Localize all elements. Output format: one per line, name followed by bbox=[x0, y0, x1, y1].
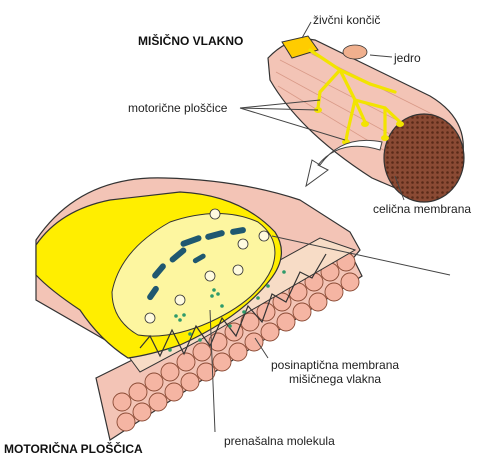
leader-nucleus bbox=[370, 55, 392, 57]
leader-nerve-ending bbox=[302, 22, 311, 38]
title-muscle-fiber: MIŠIČNO VLAKNO bbox=[138, 34, 243, 48]
fiber-cut-end bbox=[384, 114, 464, 202]
nucleus bbox=[343, 45, 367, 59]
label-postsynaptic-2: mišičnega vlakna bbox=[289, 372, 381, 386]
title-motor-plate: MOTORIČNA PLOŠČICA bbox=[4, 442, 143, 456]
label-motor-plates: motorične ploščice bbox=[128, 101, 227, 115]
label-nerve-ending: živčni končič bbox=[313, 13, 380, 27]
label-nucleus: jedro bbox=[394, 51, 421, 65]
label-postsynaptic-1: posinaptična membrana bbox=[271, 358, 399, 372]
muscle-fiber bbox=[268, 36, 464, 202]
label-transmitter: prenašalna molekula bbox=[224, 434, 335, 448]
motor-plate-block bbox=[36, 178, 362, 440]
label-cell-membrane: celična membrana bbox=[373, 202, 471, 216]
